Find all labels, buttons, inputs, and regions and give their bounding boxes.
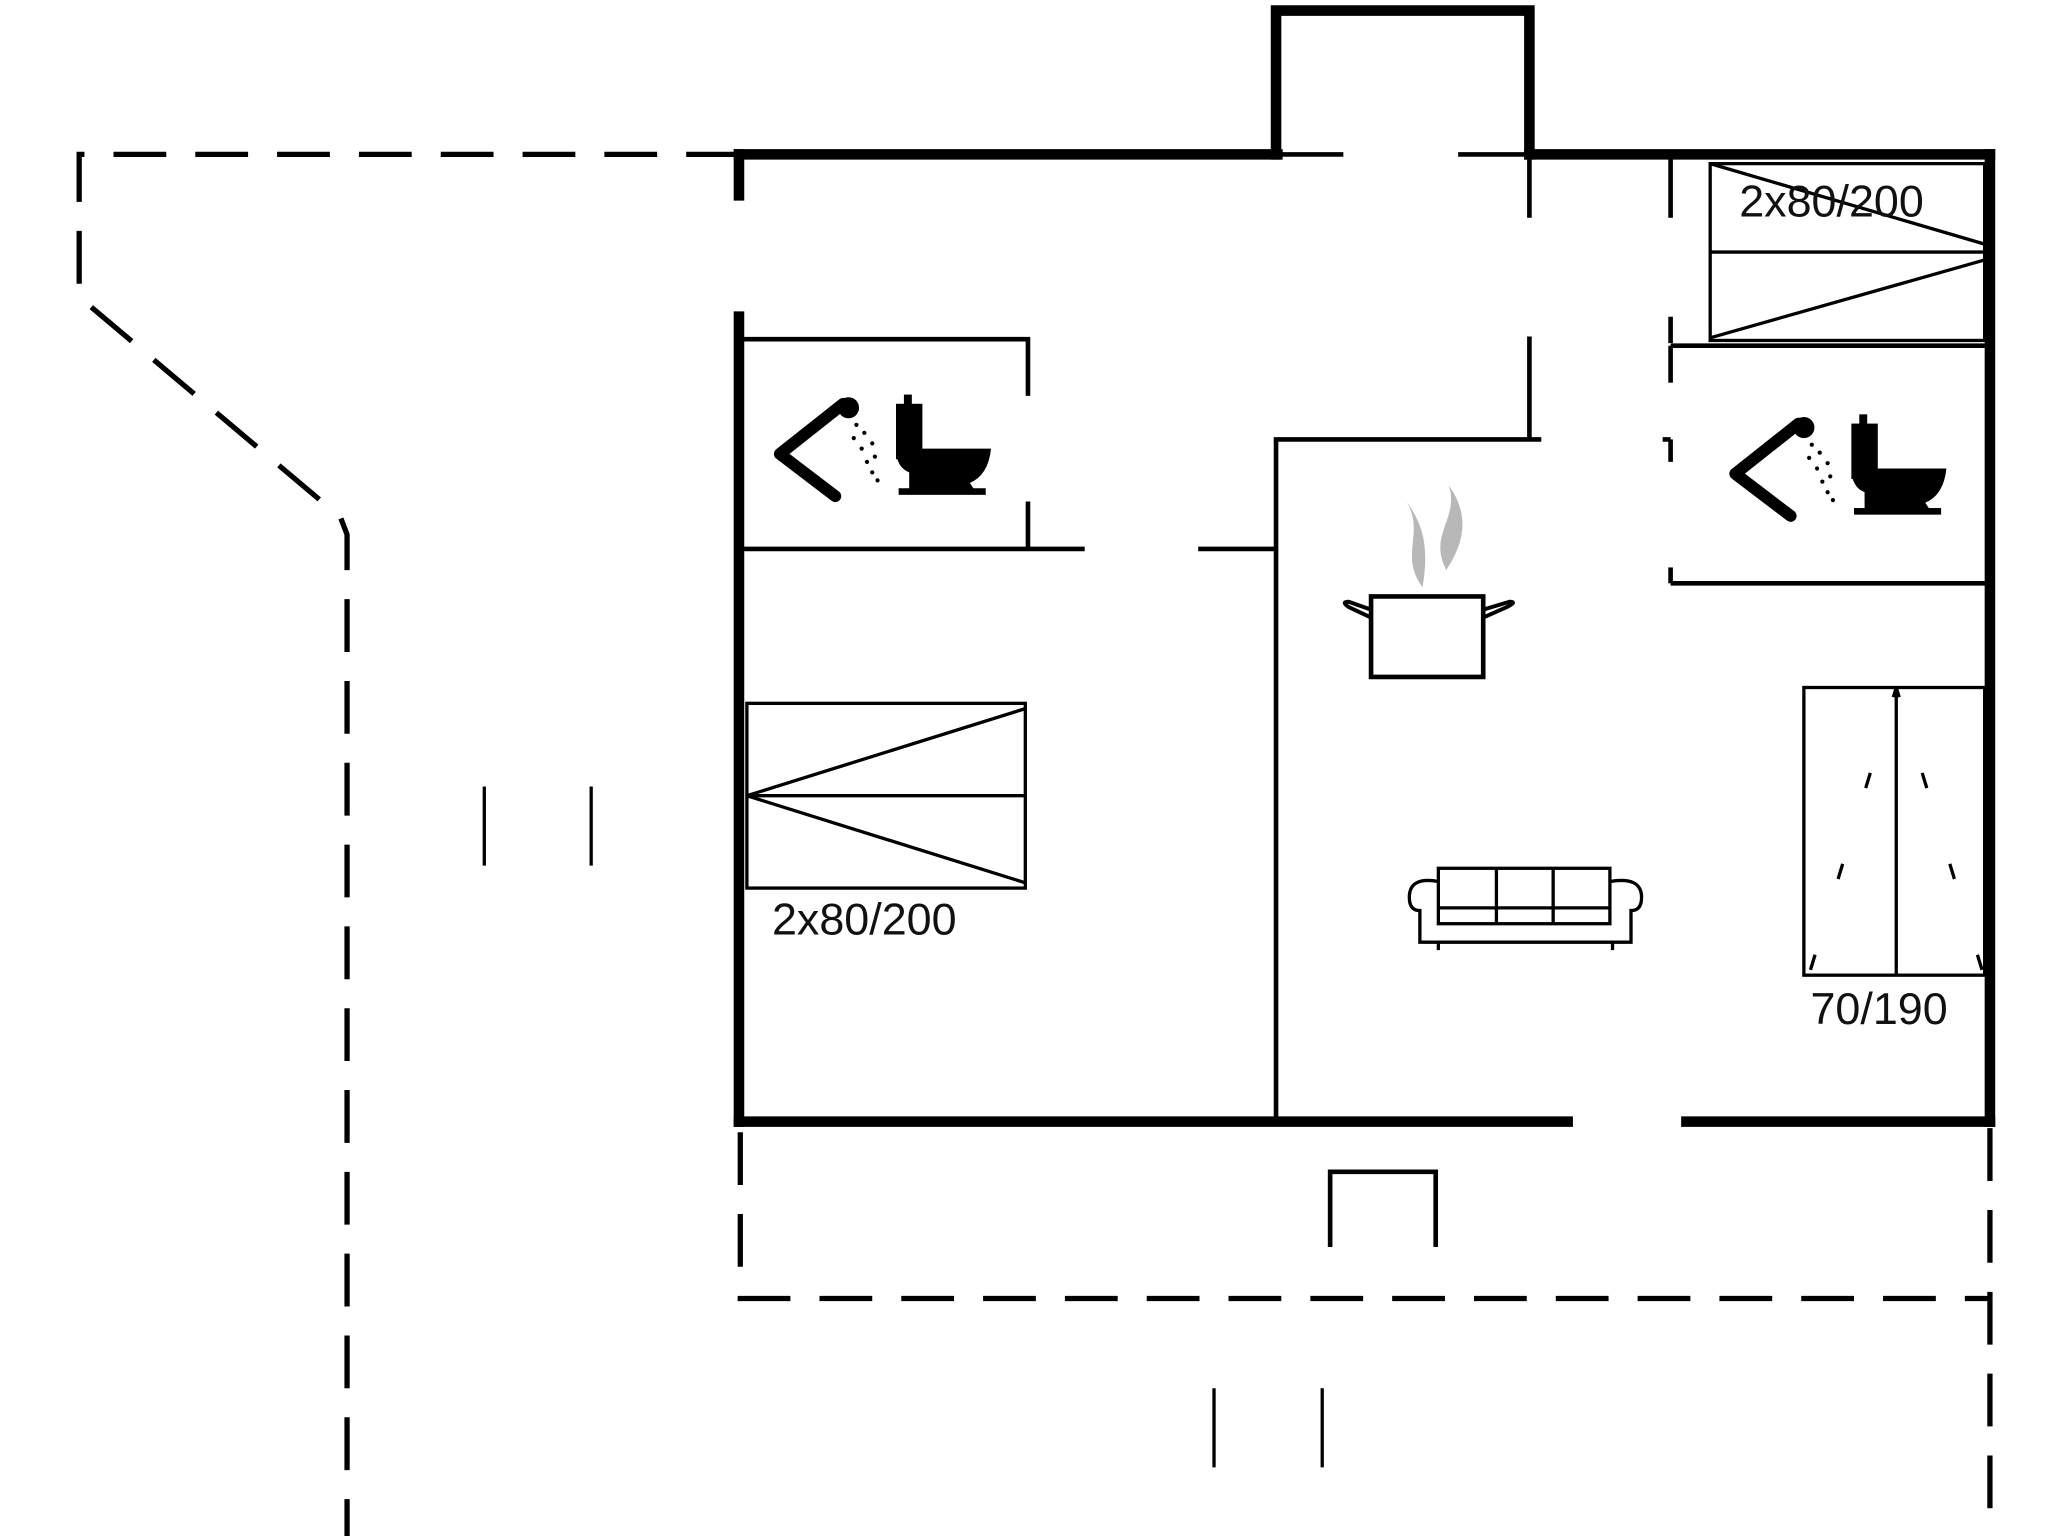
bathroom-left	[773, 394, 992, 503]
bed-size-label: 2x80/200	[772, 893, 957, 944]
shower-icon	[773, 397, 880, 503]
interior-walls	[741, 152, 1990, 1122]
bed-left: 2x80/200	[745, 701, 1027, 944]
window-markers	[482, 786, 1439, 1468]
bathroom-right	[1729, 414, 1947, 522]
shower-icon	[1729, 416, 1836, 522]
cooking-pot-icon	[1342, 485, 1515, 680]
terrace-outline	[76, 151, 1993, 1536]
bed-size-label: 70/190	[1810, 983, 1947, 1034]
toilet-icon	[1851, 414, 1947, 515]
sofa-icon	[1407, 866, 1644, 951]
bed-right: 70/190	[1802, 685, 1987, 1034]
toilet-icon	[896, 394, 992, 495]
bed-size-label: 2x80/200	[1739, 175, 1924, 226]
bed-top-right: 2x80/200	[1708, 161, 1987, 343]
exterior-walls	[733, 5, 1996, 1127]
